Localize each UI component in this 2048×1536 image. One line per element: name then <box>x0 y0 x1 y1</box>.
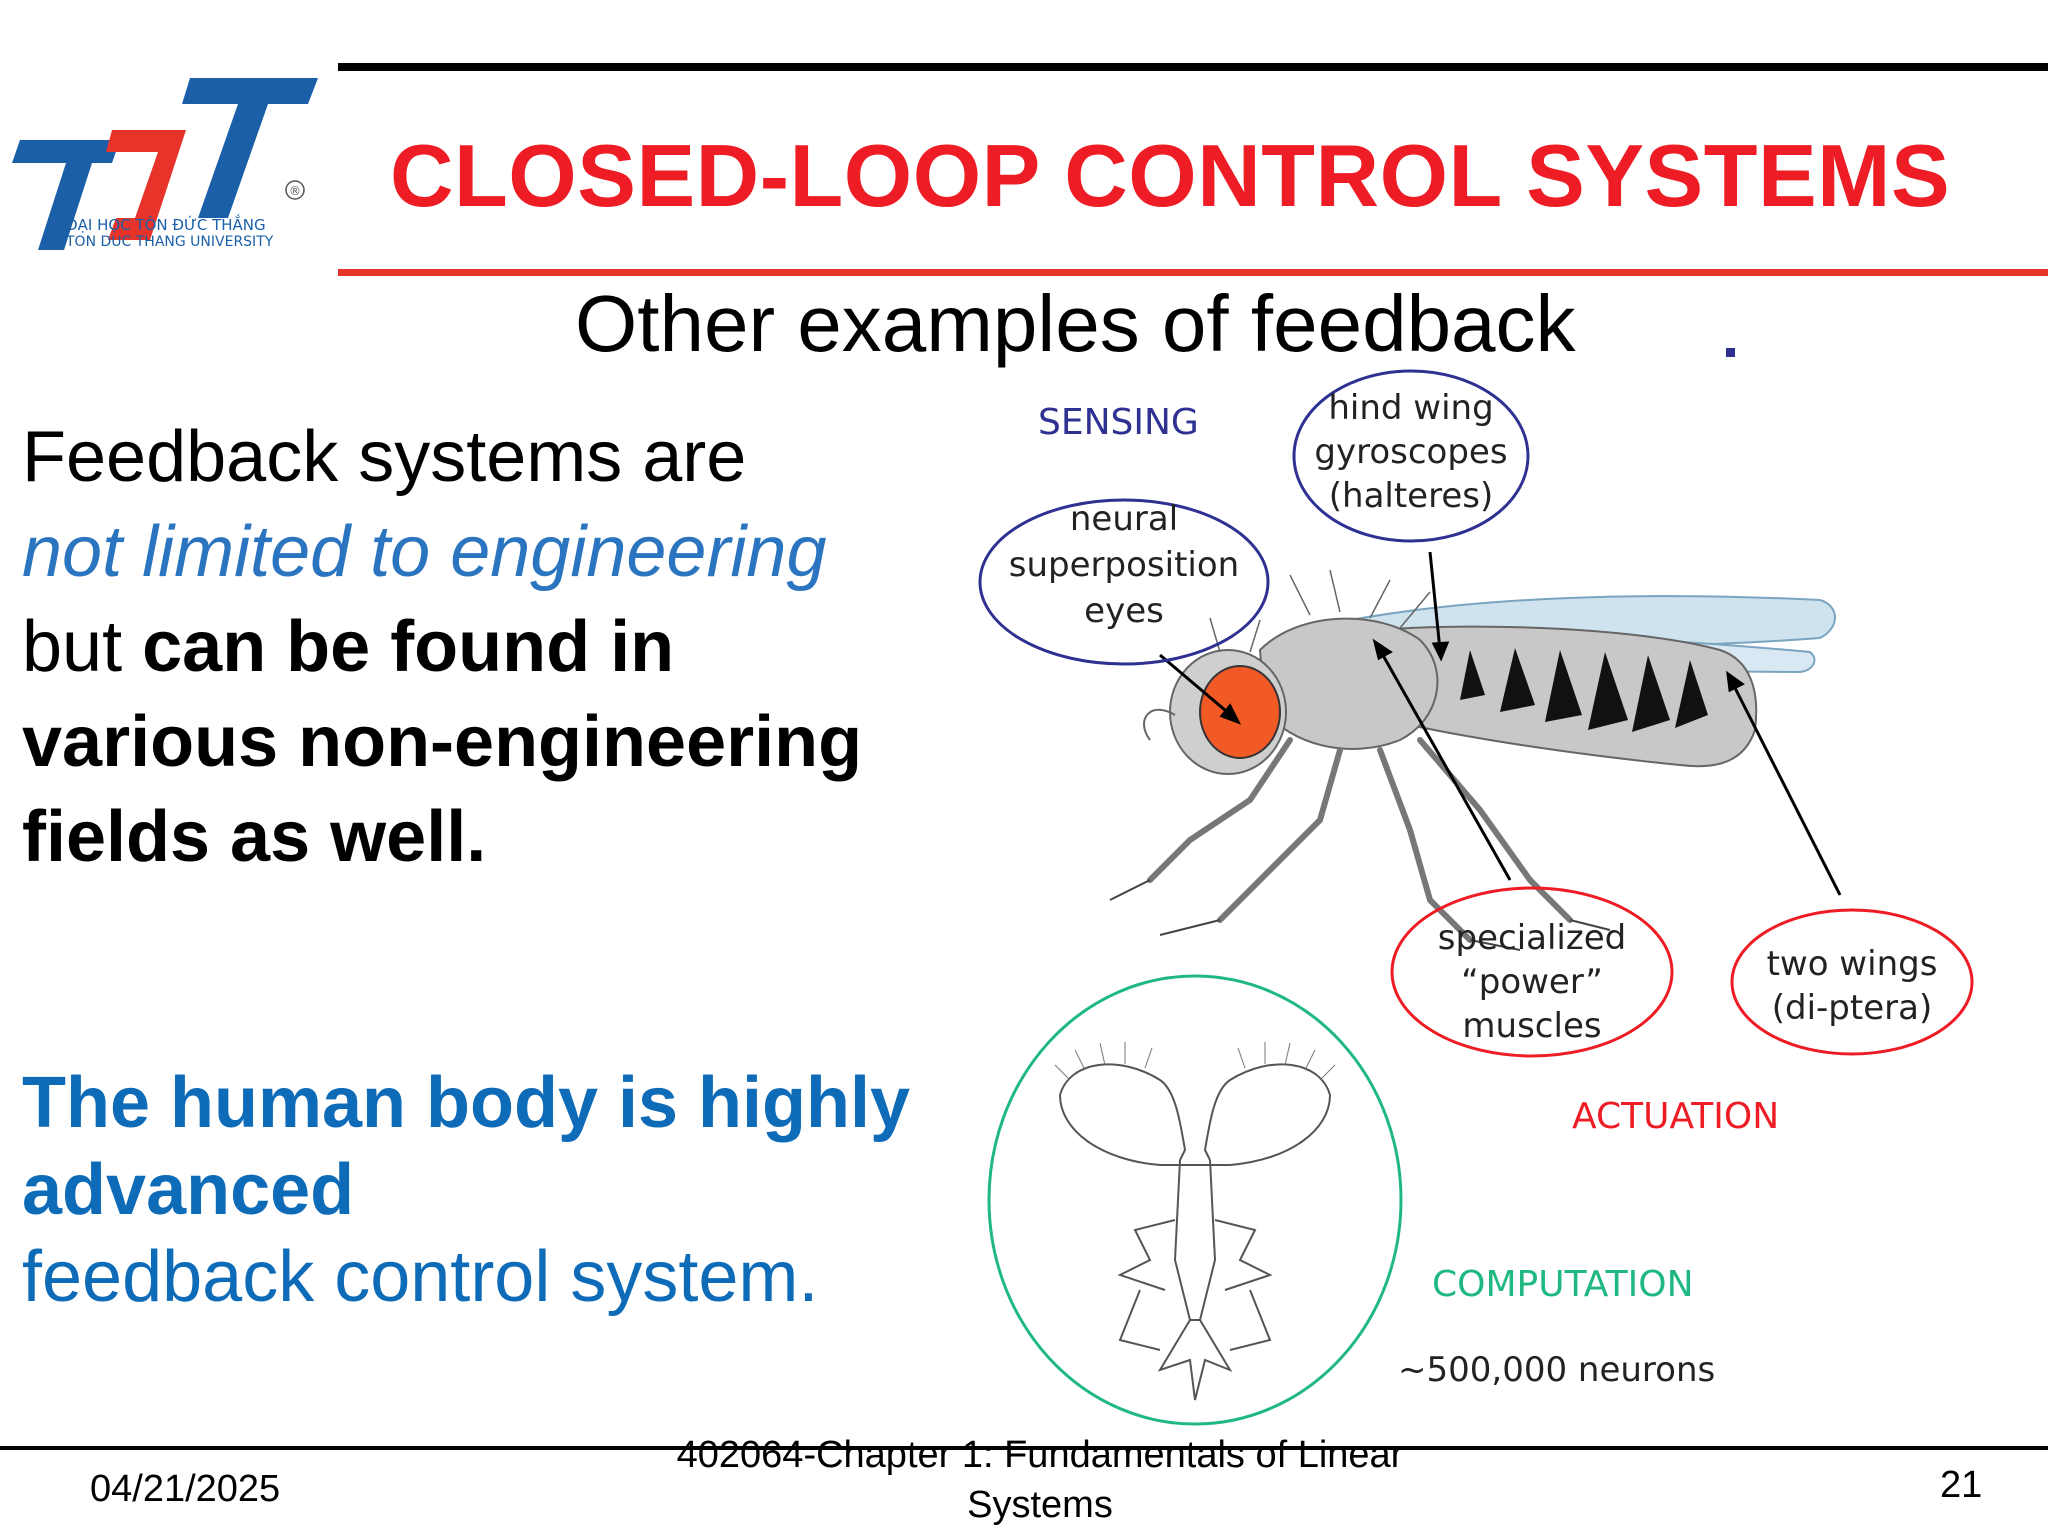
brain-bubble <box>987 974 1403 1426</box>
slide-title: CLOSED-LOOP CONTROL SYSTEMS <box>390 126 1951 225</box>
registered-mark: ® <box>289 184 301 198</box>
header-top-rule <box>338 63 2048 71</box>
bullet-dot <box>1726 348 1735 357</box>
p2-bold: The human body is highly advanced <box>22 1063 911 1230</box>
label-actuation: ACTUATION <box>1572 1096 1780 1137</box>
footer-date: 04/21/2025 <box>90 1468 281 1510</box>
wings-bubble <box>1730 908 1974 1056</box>
footer-course: 402064-Chapter 1: Fundamentals of Linear… <box>676 1434 1404 1526</box>
halteres-bubble <box>1292 369 1530 543</box>
p1-bold: can be found in various non-engineering … <box>22 607 863 877</box>
label-sensing: SENSING <box>1038 402 1199 443</box>
label-halteres: hind wing gyroscopes (halteres) <box>1314 388 1508 516</box>
footer-rule <box>0 1446 2048 1450</box>
p1-italic: not limited to engineering <box>22 512 827 592</box>
tdt-logo-mark: ® <box>12 78 318 250</box>
header-bottom-rule <box>338 269 2048 276</box>
label-eyes: neural superposition eyes <box>1008 499 1240 631</box>
p1-plain-1: Feedback systems are <box>22 417 747 497</box>
eyes-bubble <box>978 498 1270 666</box>
university-logo: ® ĐẠI HỌC TÔN ĐỨC THẮNG TON DUC THANG UN… <box>0 68 320 258</box>
label-muscles: specialized “power” muscles <box>1437 918 1627 1046</box>
logo-line-2: TON DUC THANG UNIVERSITY <box>66 234 274 250</box>
muscles-bubble <box>1390 886 1674 1058</box>
p1-plain-2: but <box>22 607 123 687</box>
slide-subtitle: Other examples of feedback <box>575 279 1576 368</box>
label-neurons: ~500,000 neurons <box>1398 1350 1716 1390</box>
brain-outline <box>1059 1063 1331 1401</box>
logo-line-1: ĐẠI HỌC TÔN ĐỨC THẮNG <box>66 216 266 234</box>
paragraph-feedback: Feedback systems are not limited to engi… <box>22 410 942 885</box>
fly-diagram <box>978 369 1974 1426</box>
p2-plain: feedback control system. <box>22 1237 819 1317</box>
label-wings: two wings (di-ptera) <box>1766 944 1938 1028</box>
fly-figure: SENSING hind wing gyroscopes (halteres) … <box>960 360 2000 1430</box>
label-computation: COMPUTATION <box>1432 1264 1694 1305</box>
thorax <box>1258 617 1439 750</box>
paragraph-human-body: The human body is highly advanced feedba… <box>22 1060 942 1321</box>
footer-page-number: 21 <box>1940 1464 1983 1506</box>
compound-eye <box>1199 665 1281 759</box>
